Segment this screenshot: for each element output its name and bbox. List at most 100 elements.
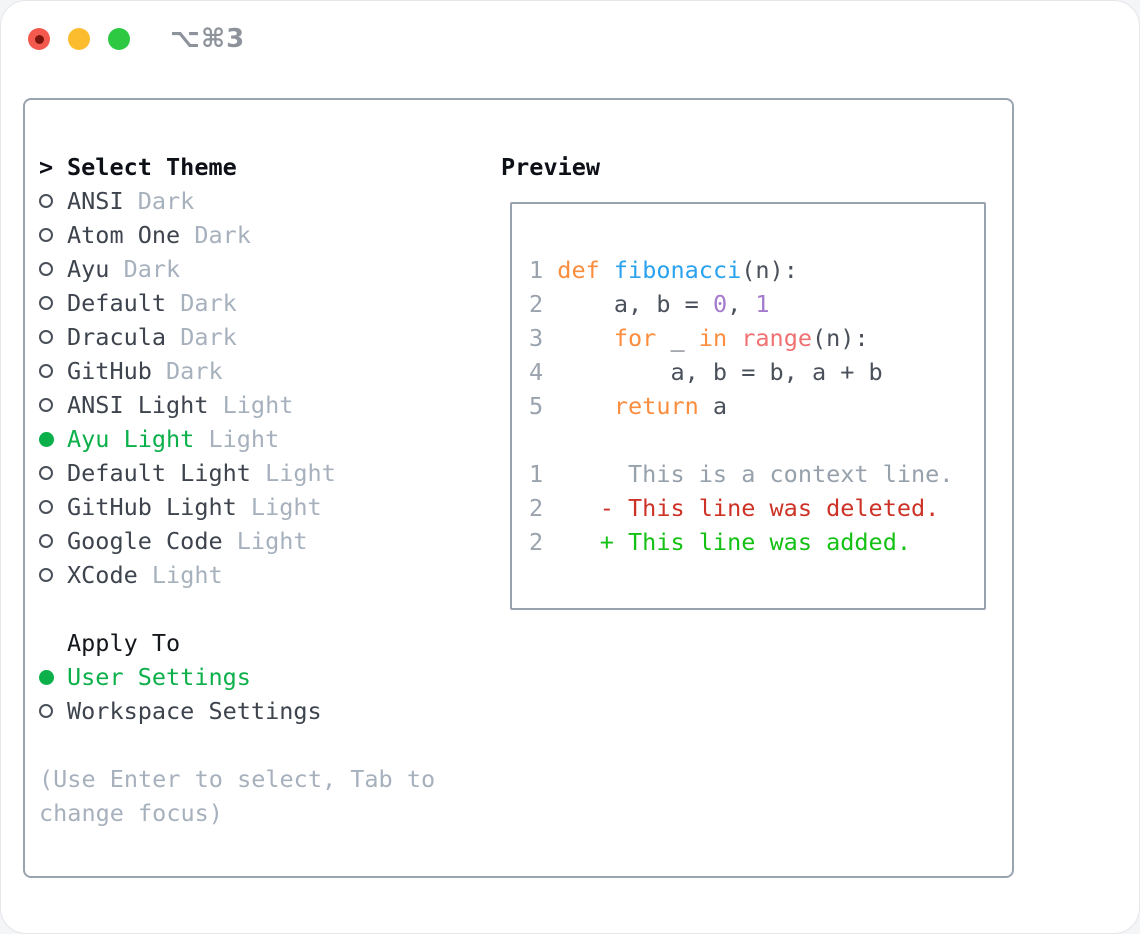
- line-number: 2: [529, 494, 558, 522]
- token-function: fibonacci: [613, 256, 742, 284]
- code-line: 1 def fibonacci(n):: [529, 253, 984, 287]
- diff-added-line: 2 + This line was added.: [529, 525, 984, 559]
- token-context: This is a context line.: [557, 460, 954, 488]
- radio-unselected-icon: [39, 194, 53, 208]
- token-keyword: return: [613, 392, 699, 420]
- diff-deleted-line: 2 - This line was deleted.: [529, 491, 984, 525]
- spacer: [39, 728, 435, 762]
- option-label: GitHub Light: [67, 493, 237, 521]
- radio-unselected-icon: [39, 296, 53, 310]
- theme-option-ayu[interactable]: Ayu Dark: [39, 252, 435, 286]
- token-plain: a, b =: [557, 290, 713, 318]
- radio-selected-icon: [39, 669, 54, 685]
- radio-unselected-icon: [39, 568, 53, 582]
- radio-unselected-icon: [39, 500, 53, 514]
- hint-line-2: change focus): [39, 799, 223, 827]
- option-label: GitHub: [67, 357, 152, 385]
- option-variant-label: Light: [194, 425, 280, 453]
- select-theme-header: > Select Theme: [39, 150, 435, 184]
- token-builtin: range: [741, 324, 812, 352]
- token-keyword: def: [557, 256, 600, 284]
- code-line: 3 for _ in range(n):: [529, 321, 984, 355]
- line-number: 5: [529, 392, 558, 420]
- window-title: ⌥⌘3: [170, 24, 246, 54]
- option-label: Dracula: [67, 323, 167, 351]
- blank-line: [529, 423, 984, 457]
- token-plain: ,: [727, 290, 756, 318]
- apply-option-user-settings[interactable]: User Settings: [39, 660, 435, 694]
- apply-to-title: Apply To: [67, 629, 181, 657]
- token-plain: [557, 324, 614, 352]
- diff-context-line: 1 This is a context line.: [529, 457, 984, 491]
- option-label: User Settings: [67, 663, 251, 691]
- radio-unselected-icon: [39, 398, 53, 412]
- option-label: XCode: [67, 561, 138, 589]
- theme-option-github[interactable]: GitHub Dark: [39, 354, 435, 388]
- code-line: 5 return a: [529, 389, 984, 423]
- spacer: [39, 592, 435, 626]
- theme-option-google-code[interactable]: Google Code Light: [39, 524, 435, 558]
- option-variant-label: Dark: [151, 357, 223, 385]
- line-number: 2: [529, 528, 558, 556]
- option-variant-label: Light: [222, 527, 308, 555]
- theme-option-ayu-light[interactable]: Ayu Light Light: [39, 422, 435, 456]
- option-variant-label: Light: [208, 391, 294, 419]
- option-label: Atom One: [67, 221, 181, 249]
- option-label: Workspace Settings: [67, 697, 322, 725]
- token-number: 1: [755, 290, 770, 318]
- radio-unselected-icon: [39, 364, 53, 378]
- close-dot-icon: [34, 34, 44, 44]
- option-variant-label: Dark: [109, 255, 181, 283]
- token-added: + This line was added.: [557, 528, 912, 556]
- theme-option-default[interactable]: Default Dark: [39, 286, 435, 320]
- theme-option-ansi[interactable]: ANSI Dark: [39, 184, 435, 218]
- radio-unselected-icon: [39, 534, 53, 548]
- preview-title: Preview: [501, 153, 601, 181]
- option-variant-label: Dark: [123, 187, 195, 215]
- radio-unselected-icon: [39, 330, 53, 344]
- minimize-button[interactable]: [68, 28, 90, 50]
- apply-option-workspace-settings[interactable]: Workspace Settings: [39, 694, 435, 728]
- hint-text: (Use Enter to select, Tab to change focu…: [39, 762, 435, 830]
- option-variant-label: Light: [236, 493, 322, 521]
- token-plain: (n):: [812, 324, 869, 352]
- option-label: Ayu: [67, 255, 110, 283]
- option-variant-label: Dark: [180, 221, 251, 249]
- token-plain: [600, 256, 614, 284]
- radio-selected-icon: [39, 431, 54, 447]
- token-plain: (n):: [741, 256, 798, 284]
- radio-unselected-icon: [39, 228, 53, 242]
- token-number: 0: [712, 290, 728, 318]
- theme-option-xcode[interactable]: XCode Light: [39, 558, 435, 592]
- theme-option-atom-one[interactable]: Atom One Dark: [39, 218, 435, 252]
- option-label: Default Light: [67, 459, 251, 487]
- line-number: 1: [529, 256, 558, 284]
- zoom-button[interactable]: [108, 28, 130, 50]
- option-label: ANSI: [67, 187, 124, 215]
- close-button[interactable]: [28, 28, 50, 50]
- option-label: Ayu Light: [67, 425, 195, 453]
- option-variant-label: Light: [137, 561, 223, 589]
- theme-option-dracula[interactable]: Dracula Dark: [39, 320, 435, 354]
- token-plain: [727, 324, 741, 352]
- code-line: 4 a, b = b, a + b: [529, 355, 984, 389]
- titlebar: ⌥⌘3: [28, 24, 246, 54]
- token-plain: a: [698, 392, 728, 420]
- token-plain: [557, 392, 614, 420]
- line-number: 3: [529, 324, 558, 352]
- preview-pane: Preview 1 def fibonacci(n):2 a, b = 0, 1…: [501, 150, 986, 610]
- option-variant-label: Light: [250, 459, 336, 487]
- theme-option-default-light[interactable]: Default Light Light: [39, 456, 435, 490]
- radio-unselected-icon: [39, 704, 53, 718]
- line-number: 4: [529, 358, 558, 386]
- option-label: ANSI Light: [67, 391, 209, 419]
- hint-line-1: (Use Enter to select, Tab to: [39, 765, 436, 793]
- theme-option-ansi-light[interactable]: ANSI Light Light: [39, 388, 435, 422]
- focus-caret-icon: >: [39, 153, 54, 181]
- theme-option-github-light[interactable]: GitHub Light Light: [39, 490, 435, 524]
